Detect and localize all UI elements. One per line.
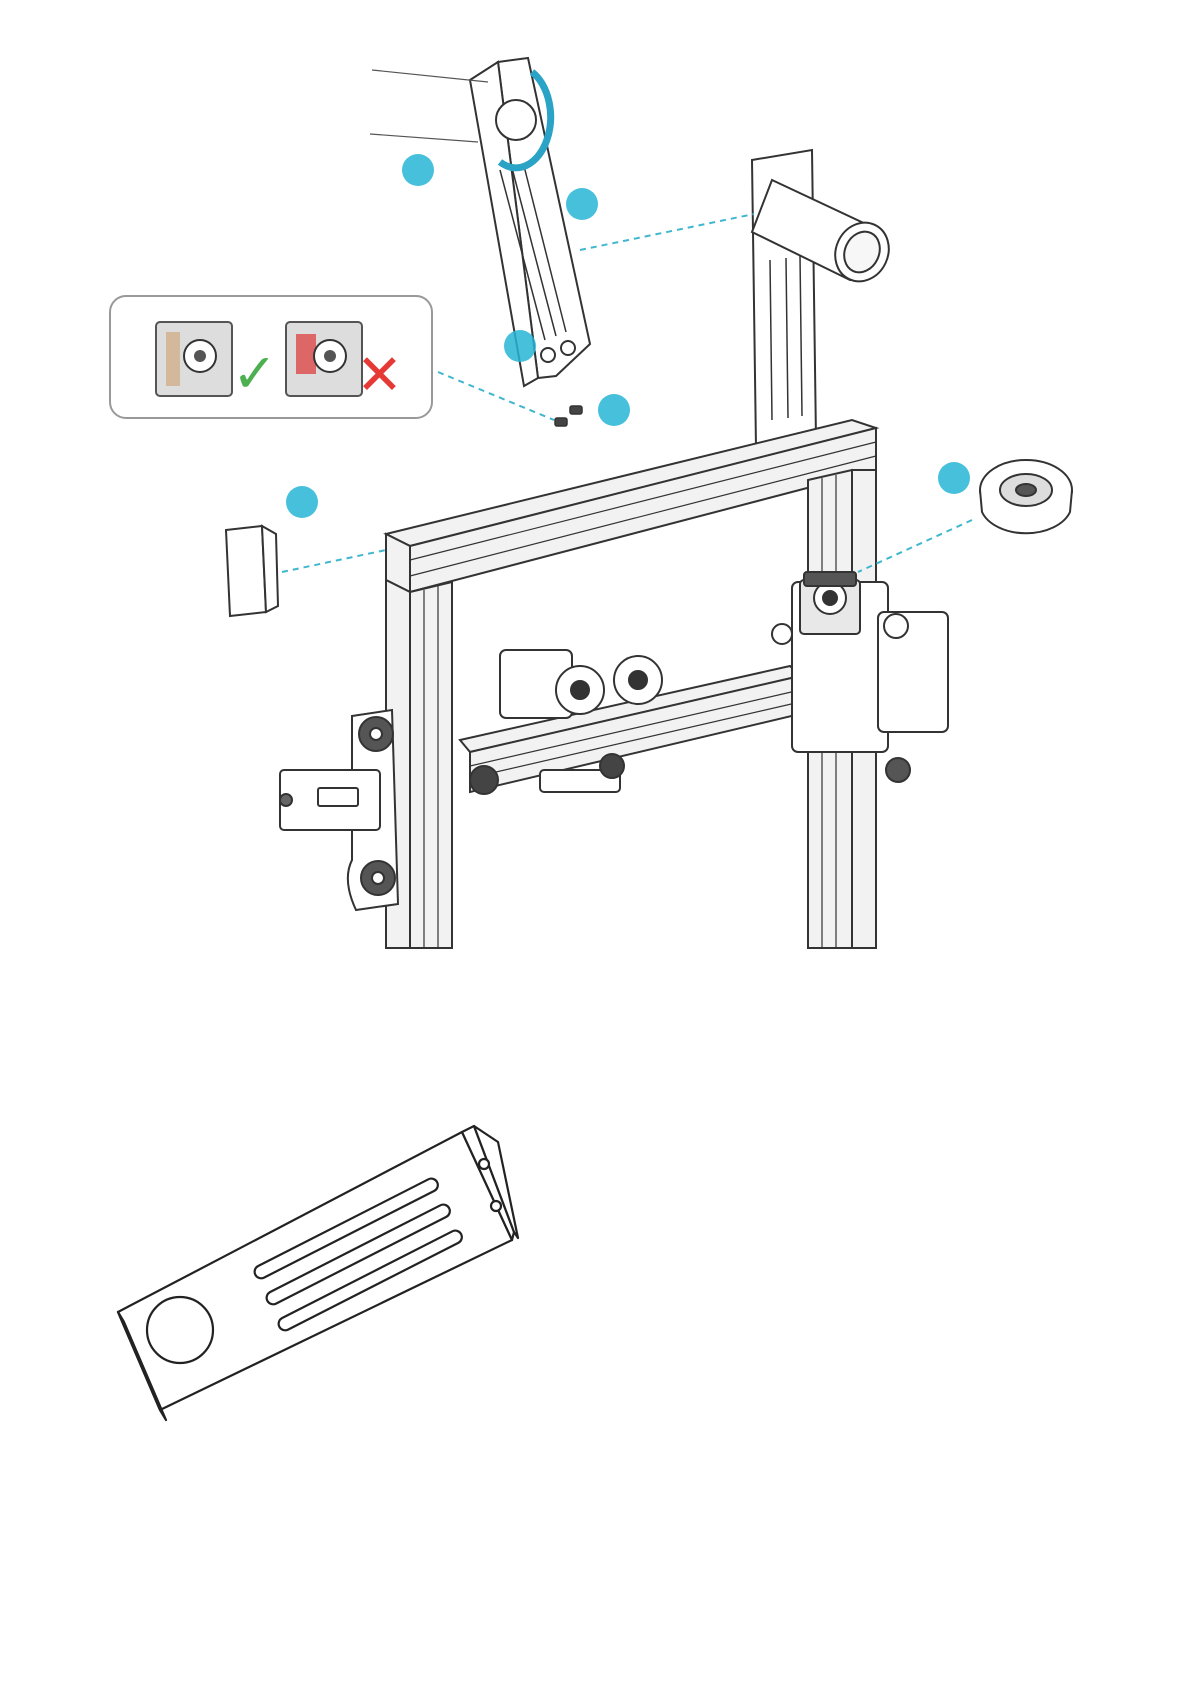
screws [555,406,582,426]
cross-icon: ✕ [356,343,403,408]
knob [980,460,1072,533]
callout-spool-holder-bracket [566,188,598,220]
callout-upper-arm [402,154,434,186]
top-extrusion [386,420,876,592]
orientation-inset: ✓ ✕ [110,296,432,418]
callout-knob [938,462,970,494]
callout-screws [598,394,630,426]
assembly-diagram: ✓ ✕ [110,58,1072,948]
flange-hole-upper [479,1159,489,1169]
callout-end-cap [286,486,318,518]
correct-orientation-figure [156,322,232,396]
flange-hole-lower [491,1201,501,1211]
bracket-round-hole [147,1297,213,1363]
end-cap [226,526,278,616]
checkmark-icon: ✓ [232,342,277,405]
part-detail-drawing [118,1126,518,1420]
incorrect-orientation-figure [286,322,362,396]
hotend-carriage [772,572,948,782]
callout-bracket-lower [504,330,536,362]
left-carriage [280,710,398,910]
